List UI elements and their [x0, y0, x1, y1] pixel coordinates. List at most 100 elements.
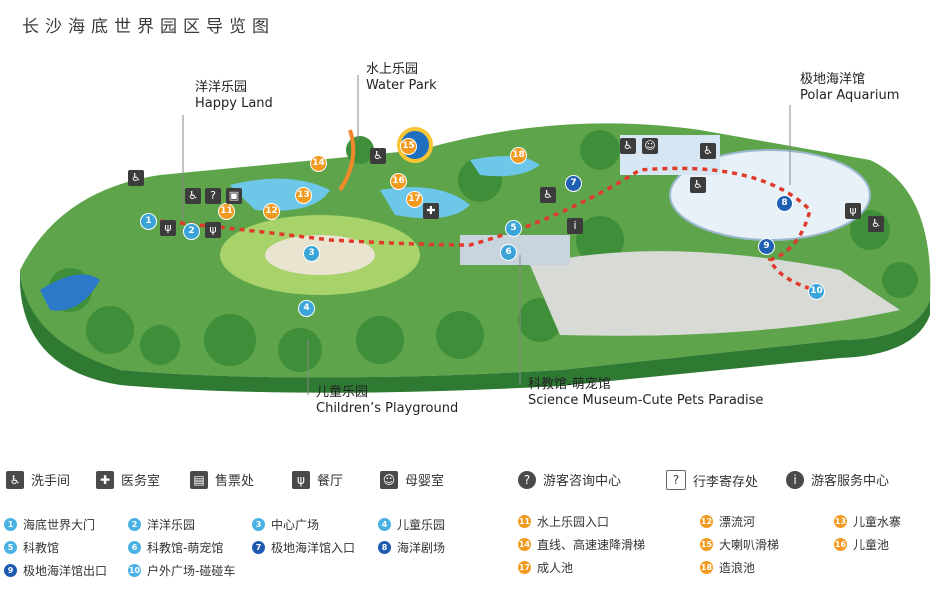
map-pin-4[interactable]: 4 [298, 300, 315, 317]
map-pin-3[interactable]: 3 [303, 245, 320, 262]
legend-ticket: ▤ 售票处 [190, 470, 254, 489]
area-zh: 极地海洋馆 [800, 72, 866, 87]
legend-luggage: ? 行李寄存处 [666, 470, 758, 490]
spot-label: 洋洋乐园 [147, 518, 196, 532]
area-label-polar-aquarium: 极地海洋馆 Polar Aquarium [800, 72, 899, 104]
map-pin-8[interactable]: 8 [776, 195, 793, 212]
restaurant-icon: ψ [292, 470, 310, 489]
map-pin-6[interactable]: 6 [500, 244, 517, 261]
restroom-icon: ♿ [128, 170, 144, 186]
spot-label: 大喇叭滑梯 [719, 538, 780, 552]
map-pin-2[interactable]: 2 [183, 223, 200, 240]
legend-label: 餐厅 [317, 474, 344, 489]
baby-care-icon: ☺ [380, 470, 398, 489]
medical-cross-icon: ✚ [96, 470, 114, 489]
spot-label: 造浪池 [719, 561, 756, 575]
restaurant-icon: ψ [845, 203, 861, 219]
area-zh: 水上乐园 [366, 62, 419, 77]
map-pin-14[interactable]: 14 [310, 155, 327, 172]
restroom-icon: ♿ [700, 143, 716, 159]
map-pin-13[interactable]: 13 [295, 187, 312, 204]
area-en: Science Museum-Cute Pets Paradise [528, 393, 764, 408]
restroom-icon: ♿ [690, 177, 706, 193]
spot-number: 7 [252, 541, 265, 554]
spot-label: 儿童乐园 [397, 518, 446, 532]
spot-label: 极地海洋馆入口 [271, 541, 356, 555]
restroom-icon: ♿ [540, 187, 556, 203]
spot-number: 5 [4, 541, 17, 554]
restaurant-icon: ψ [160, 220, 176, 236]
legend-restaurant: ψ 餐厅 [292, 470, 343, 489]
area-zh: 科教馆-萌宠馆 [528, 377, 611, 392]
legend-spot-1: 1 海底世界大门 [4, 516, 95, 533]
spot-label: 科教馆-萌宠馆 [147, 541, 224, 555]
area-en: Water Park [366, 78, 437, 93]
map-pin-11[interactable]: 11 [218, 203, 235, 220]
info-icon: i [567, 218, 583, 234]
luggage-icon: ▣ [226, 188, 242, 204]
map-pin-5[interactable]: 5 [505, 220, 522, 237]
spot-number: 12 [700, 515, 713, 528]
legend-restroom: ♿ 洗手间 [6, 470, 70, 489]
spot-number: 14 [518, 538, 531, 551]
restroom-icon: ♿ [185, 188, 201, 204]
map-pin-17[interactable]: 17 [406, 191, 423, 208]
legend-label: 母婴室 [405, 474, 445, 489]
area-zh: 洋洋乐园 [195, 80, 248, 95]
spot-number: 16 [834, 538, 847, 551]
map-pin-9[interactable]: 9 [758, 238, 775, 255]
map-pin-16[interactable]: 16 [390, 173, 407, 190]
park-map: 洋洋乐园 Happy Land 水上乐园 Water Park 极地海洋馆 Po… [0, 40, 945, 450]
spot-label: 海底世界大门 [23, 518, 96, 532]
area-en: Children’s Playground [316, 401, 459, 416]
legend-baby: ☺ 母婴室 [380, 470, 444, 489]
map-pin-18[interactable]: 18 [510, 147, 527, 164]
question-icon: ? [518, 470, 536, 489]
legend: ♿ 洗手间 ✚ 医务室 ▤ 售票处 ψ 餐厅 ☺ 母婴室 ? 游客咨询中心 ? … [0, 452, 945, 595]
spot-label: 海洋剧场 [397, 541, 446, 555]
legend-label: 洗手间 [31, 474, 71, 489]
legend-spot-7: 7 极地海洋馆入口 [252, 539, 355, 556]
legend-label: 游客服务中心 [811, 474, 890, 489]
area-label-science-museum: 科教馆-萌宠馆 Science Museum-Cute Pets Paradis… [528, 377, 763, 409]
spot-number: 13 [834, 515, 847, 528]
spot-label: 科教馆 [23, 541, 60, 555]
map-pin-15[interactable]: 15 [400, 138, 417, 155]
spot-label: 漂流河 [719, 515, 756, 529]
map-pin-7[interactable]: 7 [565, 175, 582, 192]
restroom-icon: ♿ [370, 148, 386, 164]
spot-label: 户外广场-碰碰车 [147, 564, 236, 578]
map-pin-12[interactable]: 12 [263, 203, 280, 220]
spot-label: 直线、高速速降滑梯 [537, 538, 646, 552]
question-icon: ? [205, 188, 221, 204]
legend-spot-17: 17 成人池 [518, 559, 573, 576]
area-en: Polar Aquarium [800, 88, 900, 103]
spot-number: 3 [252, 518, 265, 531]
spot-label: 儿童水寨 [853, 515, 902, 529]
spot-label: 水上乐园入口 [537, 515, 610, 529]
spot-number: 11 [518, 515, 531, 528]
spot-label: 成人池 [537, 561, 574, 575]
luggage-icon: ? [666, 470, 686, 490]
legend-spot-13: 13 儿童水寨 [834, 513, 901, 530]
map-pin-1[interactable]: 1 [140, 213, 157, 230]
spot-number: 17 [518, 561, 531, 574]
spot-number: 1 [4, 518, 17, 531]
restaurant-icon: ψ [205, 222, 221, 238]
map-pin-10[interactable]: 10 [808, 283, 825, 300]
spot-number: 8 [378, 541, 391, 554]
legend-spot-8: 8 海洋剧场 [378, 539, 445, 556]
ticket-office-icon: ▤ [190, 470, 208, 489]
baby-care-icon: ☺ [642, 138, 658, 154]
legend-medical: ✚ 医务室 [96, 470, 160, 489]
restroom-icon: ♿ [868, 216, 884, 232]
